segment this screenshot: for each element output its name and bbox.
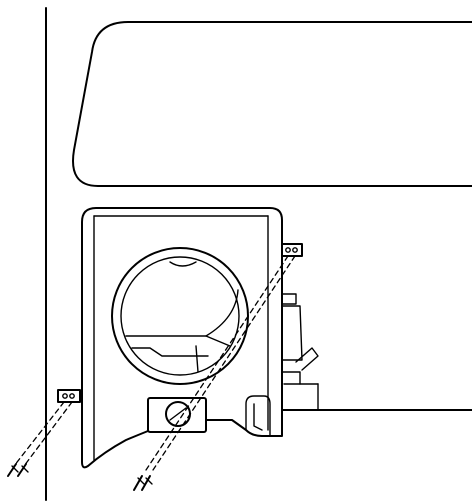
mounting-screw-left-pair bbox=[7, 463, 29, 477]
side-fittings bbox=[281, 293, 319, 385]
mounting-bracket-right bbox=[281, 243, 303, 257]
floor-ledge bbox=[279, 383, 472, 411]
screw-path-lines bbox=[13, 255, 296, 471]
mounting-screw-bottom-pair bbox=[133, 475, 153, 491]
mounting-bracket-left bbox=[57, 389, 81, 403]
appliance-cabinet-outline bbox=[72, 21, 472, 187]
